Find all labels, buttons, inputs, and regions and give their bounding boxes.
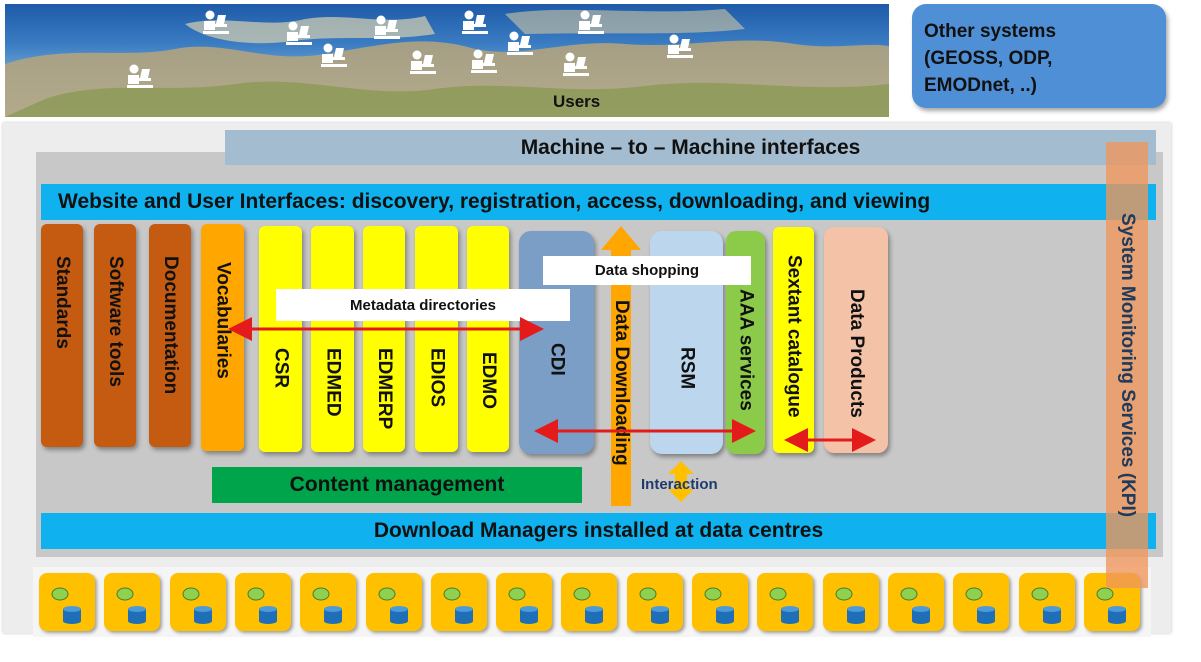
system-monitoring-label: System Monitoring Services (KPI) xyxy=(1117,212,1138,518)
machine-to-machine-bar: Machine – to – Machine interfaces xyxy=(225,130,1156,165)
system-monitoring-bar xyxy=(1106,142,1148,588)
software-tools-label: Software tools xyxy=(105,256,126,387)
data-centre-icon xyxy=(887,573,944,631)
data-centre-icon xyxy=(104,573,161,631)
system-monitoring-text-wrap: System Monitoring Services (KPI) xyxy=(1106,142,1148,588)
user-icon xyxy=(319,43,349,71)
data-centre-icon xyxy=(365,573,422,631)
user-icon xyxy=(505,31,535,59)
data-centre-icon xyxy=(234,573,291,631)
download-managers-bar: Download Managers installed at data cent… xyxy=(41,513,1156,549)
user-icon xyxy=(372,15,402,43)
data-centre-icon xyxy=(1018,573,1075,631)
edmo-label: EDMO xyxy=(478,352,499,409)
data-centre-icon xyxy=(561,573,618,631)
user-icon xyxy=(469,49,499,77)
data-centre-icon xyxy=(626,573,683,631)
edmed-label: EDMED xyxy=(322,348,344,417)
documentation-column: Documentation xyxy=(149,224,191,447)
map-landmass xyxy=(5,9,889,117)
edmerp-label: EDMERP xyxy=(374,348,395,430)
user-icon xyxy=(665,34,695,62)
sextant-catalogue-column: Sextant catalogue xyxy=(773,227,814,453)
software-tools-column: Software tools xyxy=(94,224,136,447)
content-management-bar: Content management xyxy=(212,467,582,503)
data-centre-icon xyxy=(496,573,553,631)
other-systems-line-2: (GEOSS, ODP, xyxy=(924,48,1053,69)
edios-label: EDIOS xyxy=(426,348,448,408)
data-centre-icon xyxy=(757,573,814,631)
data-centre-icon xyxy=(39,573,95,631)
data-centre-icon xyxy=(169,573,226,631)
csr-label: CSR xyxy=(270,348,292,389)
standards-label: Standards xyxy=(52,256,73,349)
rsm-label: RSM xyxy=(676,347,698,390)
user-icon xyxy=(284,21,314,49)
data-products-label: Data Products xyxy=(846,289,867,418)
data-centre-icon xyxy=(300,573,357,631)
aaa-services-label: AAA services xyxy=(735,289,757,411)
other-systems-line-1: Other systems xyxy=(924,21,1057,42)
website-interfaces-bar: Website and User Interfaces: discovery, … xyxy=(41,184,1156,220)
metadata-directories-label: Metadata directories xyxy=(276,289,570,321)
user-icon xyxy=(576,10,606,38)
vocabularies-label: Vocabularies xyxy=(212,262,234,379)
cdi-label: CDI xyxy=(546,343,568,376)
standards-column: Standards xyxy=(41,224,83,447)
data-shopping-label: Data shopping xyxy=(543,256,751,285)
users-map: Users xyxy=(5,4,889,117)
interaction-arrow xyxy=(668,461,694,502)
other-systems-line-3: EMODnet, ..) xyxy=(924,75,1037,96)
user-icon xyxy=(460,10,490,38)
interaction-label: Interaction xyxy=(641,476,718,493)
sextant-catalogue-label: Sextant catalogue xyxy=(783,255,805,418)
users-label: Users xyxy=(553,92,601,111)
data-products-column: Data Products xyxy=(824,227,888,453)
data-centre-icon xyxy=(953,573,1010,631)
data-centre-icon xyxy=(692,573,748,631)
user-icon xyxy=(408,50,438,78)
other-systems-box: Other systems (GEOSS, ODP, EMODnet, ..) xyxy=(912,4,1166,108)
data-centre-icon xyxy=(822,573,879,631)
data-centre-icon xyxy=(430,573,487,631)
user-icon xyxy=(125,64,155,92)
user-icon xyxy=(201,10,231,38)
user-icon xyxy=(561,52,591,80)
documentation-label: Documentation xyxy=(160,256,181,395)
